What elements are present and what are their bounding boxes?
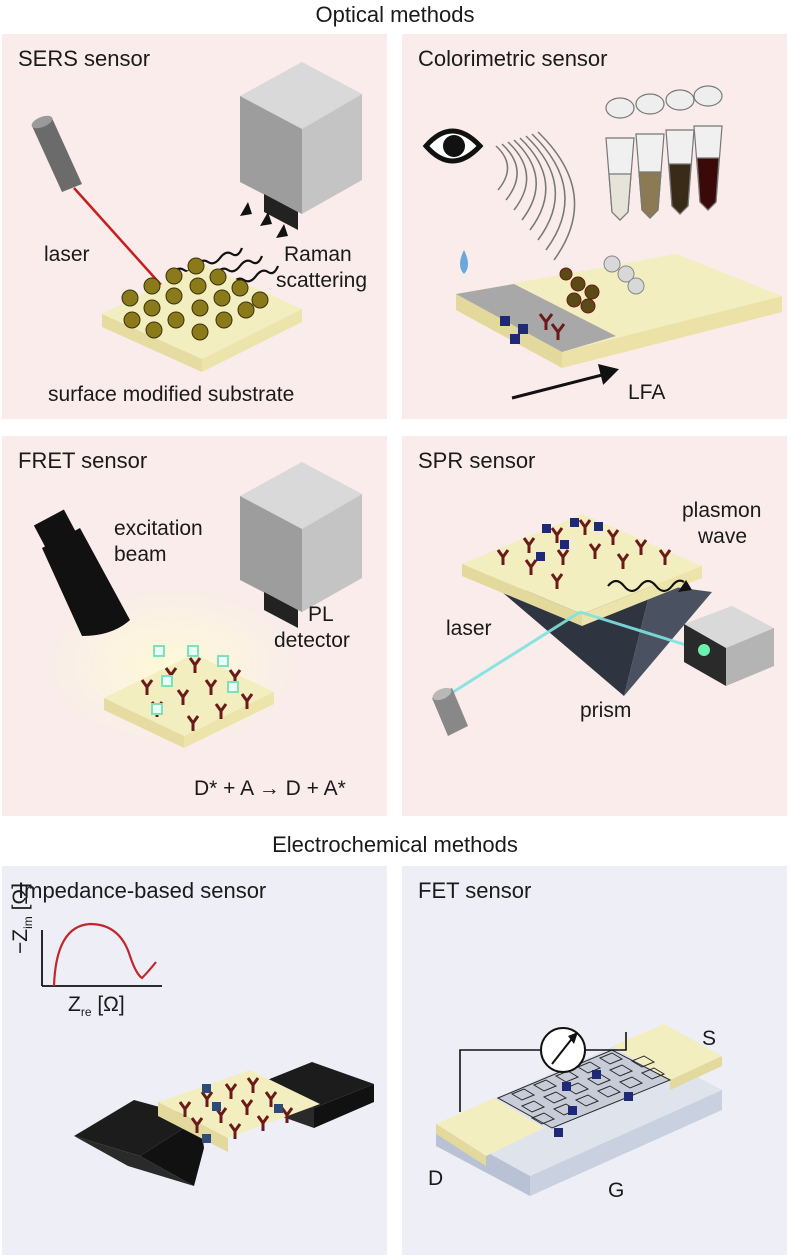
plasmon-label-line2: wave [698, 525, 748, 548]
impedance-antibodies [178, 1077, 294, 1139]
fret-illustration [33, 462, 362, 748]
excitation-lamp-icon [33, 509, 130, 636]
glowing-antigens [151, 645, 239, 715]
fet-title: FET sensor [418, 878, 532, 903]
spr-illustration [432, 514, 774, 736]
nyquist-curve [52, 922, 157, 987]
plasmon-label-line1: plasmon [682, 499, 762, 522]
spr-detector-icon [684, 606, 774, 686]
antigen-cubes [500, 316, 528, 344]
droplet-icon [460, 250, 468, 274]
sers-panel: SERS sensor [2, 34, 387, 419]
pl-detector-icon [240, 462, 362, 628]
colorimetric-panel: Colorimetric sensor [402, 34, 787, 419]
impedance-panel: Impedance-based sensor [2, 866, 387, 1255]
fret-panel: FRET sensor [2, 436, 387, 816]
fet-antigens [554, 1070, 633, 1137]
antibodies [538, 313, 566, 340]
sample-tubes-icon [605, 85, 723, 221]
colorimetric-title: Colorimetric sensor [418, 46, 608, 71]
fet-panel: FET sensor [402, 866, 787, 1255]
prism-label: prism [580, 699, 632, 722]
raman-label-line2: scattering [276, 269, 368, 292]
raman-detector-icon [240, 62, 362, 230]
raman-label-line1: Raman [284, 243, 352, 266]
spr-antigens [536, 518, 603, 561]
meter-circuit [459, 1032, 627, 1112]
gold-nanoparticles [121, 257, 269, 341]
electrochemical-methods-heading: Electrochemical methods [272, 832, 518, 857]
fret-title: FRET sensor [18, 448, 148, 473]
sers-laser-label: laser [44, 243, 90, 266]
lfa-label: LFA [628, 381, 666, 404]
meter-icon [540, 1027, 586, 1073]
pl-label-line1: PL [308, 603, 334, 626]
fet-drain-label: D [428, 1167, 444, 1190]
impedance-title: Impedance-based sensor [18, 878, 267, 903]
excitation-label-line2: beam [114, 543, 167, 566]
x-axis-label: Zre [Ω] [68, 993, 125, 1020]
fet-gate-label: G [608, 1179, 625, 1202]
fet-electrode-source [612, 1024, 722, 1090]
viewing-arcs [495, 131, 576, 261]
colorimetric-illustration [422, 85, 782, 400]
spr-laser-beam [449, 610, 703, 696]
laser-pointer-icon [31, 115, 82, 192]
fet-electrode-drain [436, 1098, 544, 1166]
plasmon-wave [607, 579, 685, 593]
y-axis-label: −Zim [Ω] [9, 883, 36, 954]
impedance-antigens [202, 1084, 283, 1143]
fet-illustration [436, 1024, 722, 1196]
sers-title: SERS sensor [18, 46, 151, 71]
spr-antibodies [496, 519, 672, 589]
laser-beam [73, 187, 163, 287]
lfa-strip [456, 254, 782, 368]
fet-source-label: S [702, 1027, 717, 1050]
substrate-label: surface modified substrate [48, 383, 295, 406]
eye-icon [422, 128, 484, 164]
spr-title: SPR sensor [418, 448, 536, 473]
spr-laser-label: laser [446, 617, 492, 640]
fret-equation: D* + A → D + A* [194, 777, 346, 800]
spr-panel: SPR sensor [402, 436, 787, 816]
pl-label-line2: detector [274, 629, 350, 652]
impedance-illustration [41, 922, 374, 1186]
gold-particle-cluster [559, 267, 600, 314]
silver-particles [603, 255, 645, 295]
nyquist-plot-axes [41, 930, 162, 987]
spr-laser-icon [432, 687, 468, 736]
flow-arrow-icon [511, 363, 619, 400]
spr-substrate [462, 514, 702, 626]
optical-methods-heading: Optical methods [315, 2, 475, 27]
sers-illustration [31, 62, 362, 372]
excitation-label-line1: excitation [114, 517, 203, 540]
